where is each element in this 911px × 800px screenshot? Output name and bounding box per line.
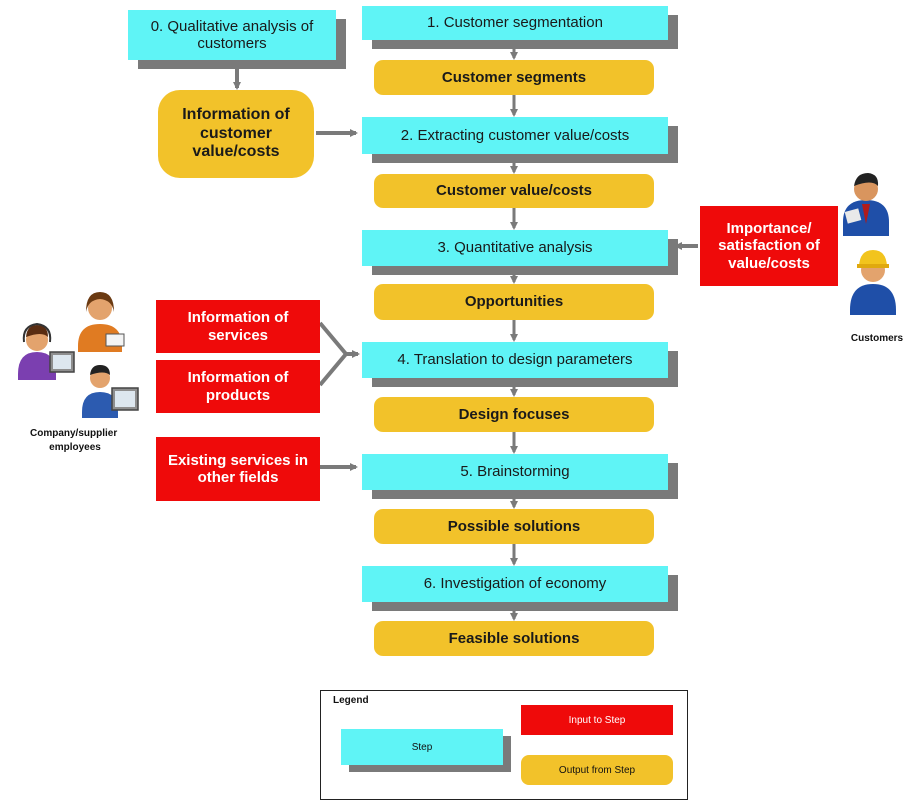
legend-input: Input to Step [521, 705, 673, 735]
output-feasible-solutions: Feasible solutions [374, 621, 654, 656]
computer-user-icon [82, 365, 139, 418]
employee-woman-icon [78, 292, 125, 352]
output-customer-value-costs: Customer value/costs [374, 174, 654, 208]
step-5-brainstorming: 5. Brainstorming [362, 454, 668, 490]
step-6-investigation-economy: 6. Investigation of economy [362, 566, 668, 602]
output-opportunities: Opportunities [374, 284, 654, 320]
customer-businessman-icon [843, 173, 889, 236]
input-information-services: Information of services [156, 300, 320, 353]
input-existing-services: Existing services in other fields [156, 437, 320, 501]
step-1-customer-segmentation: 1. Customer segmentation [362, 6, 668, 40]
input-arrows [233, 60, 698, 471]
customer-worker-icon [850, 250, 896, 315]
support-agent-icon [18, 322, 75, 380]
qualitative-analysis-step: 0. Qualitative analysis of customers [128, 10, 336, 60]
legend-step: Step [341, 729, 503, 765]
output-design-focuses: Design focuses [374, 397, 654, 432]
legend-title: Legend [333, 695, 369, 706]
output-possible-solutions: Possible solutions [374, 509, 654, 544]
arrow-services-products-merge [318, 321, 349, 387]
customer-value-info-output: Information of customer value/costs [158, 90, 314, 178]
customers-caption: Customers [851, 333, 904, 344]
legend: Legend Step Input to Step Output from St… [320, 690, 688, 800]
step-2-extracting-customer-value: 2. Extracting customer value/costs [362, 117, 668, 154]
output-customer-segments: Customer segments [374, 60, 654, 95]
employees-caption: Company/supplier employees [30, 428, 120, 453]
legend-output: Output from Step [521, 755, 673, 785]
input-importance-satisfaction: Importance/ satisfaction of value/costs [700, 206, 838, 286]
step-3-quantitative-analysis: 3. Quantitative analysis [362, 230, 668, 266]
step-4-translation-design-parameters: 4. Translation to design parameters [362, 342, 668, 378]
input-information-products: Information of products [156, 360, 320, 413]
